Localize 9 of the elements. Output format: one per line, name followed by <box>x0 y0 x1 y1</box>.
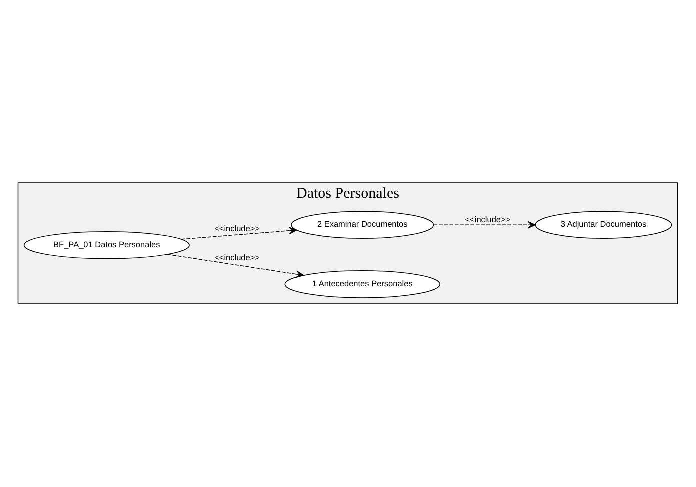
node-ellipse: 3 Adjuntar Documentos <box>535 211 672 239</box>
arrow <box>167 254 304 278</box>
arrow <box>181 227 298 240</box>
node-ellipse: BF_PA_01 Datos Personales <box>24 231 190 260</box>
edge-label: <<include>> <box>214 224 260 234</box>
edge-label: <<include>> <box>214 253 260 262</box>
node-ellipse: 2 Examinar Documentos <box>291 211 434 239</box>
edge-label: <<include>> <box>465 216 511 225</box>
arrow <box>434 221 536 229</box>
